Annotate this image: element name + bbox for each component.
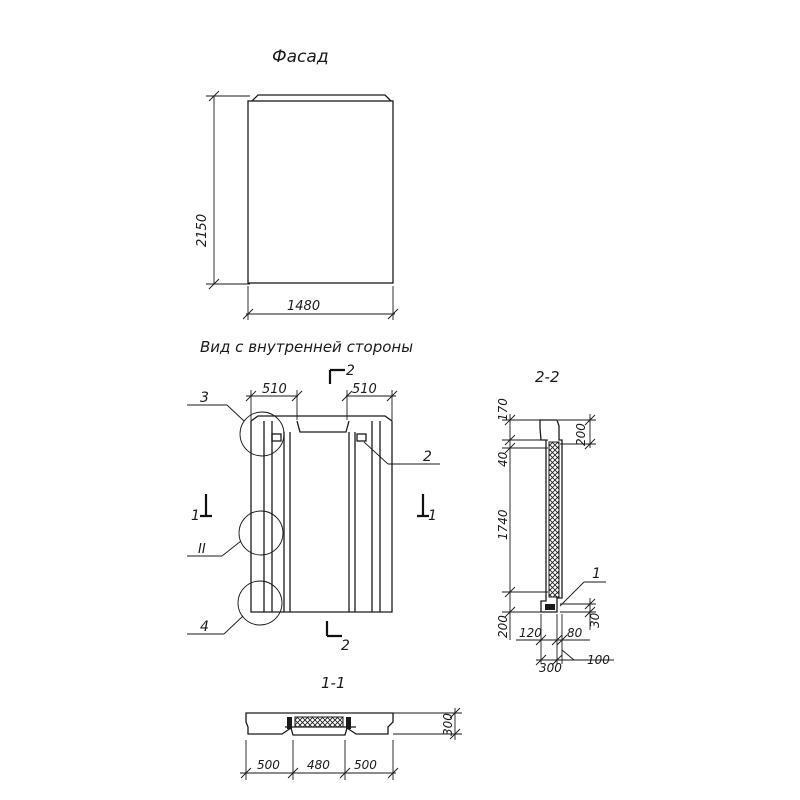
facade-width-label: 1480 — [287, 299, 320, 314]
dim-300: 300 — [539, 661, 562, 675]
callout-4: 4 — [200, 619, 209, 635]
callout-3: 3 — [200, 390, 209, 406]
inner-dim-left: 510 — [262, 382, 287, 397]
section-1-1-dim-500-left: 500 — [257, 758, 280, 772]
inner-side-view: Вид с внутренней стороны 510 510 2 2 — [187, 338, 440, 654]
facade-view: Фасад 2150 1480 — [195, 47, 399, 320]
dim-200-bottom: 200 — [496, 615, 510, 638]
dim-40: 40 — [496, 451, 510, 467]
dim-100: 100 — [587, 653, 610, 667]
facade-title: Фасад — [272, 47, 329, 67]
dim-80: 80 — [567, 626, 583, 640]
section-1-1-title: 1-1 — [321, 674, 346, 692]
section-1-1-dim-480: 480 — [307, 758, 330, 772]
section-2-2-view: 2-2 170 40 1740 200 200 30 1 — [496, 368, 614, 675]
inner-view-title: Вид с внутренней стороны — [200, 338, 413, 356]
section-2-2-title: 2-2 — [535, 368, 560, 386]
section-1-1-view: 1-1 300 500 480 500 — [240, 674, 462, 780]
dim-170: 170 — [496, 398, 510, 421]
section-mark-bottom: 2 — [341, 638, 350, 654]
inner-dim-right: 510 — [352, 382, 377, 397]
dim-200-top: 200 — [574, 423, 588, 446]
section-mark-left: 1 — [191, 508, 200, 524]
callout-II: II — [198, 542, 206, 557]
section-mark-right: 1 — [428, 508, 437, 524]
dim-30: 30 — [588, 612, 602, 628]
dim-1740: 1740 — [496, 509, 510, 540]
section-1-1-dim-300: 300 — [441, 713, 455, 736]
dim-120: 120 — [519, 626, 542, 640]
section-1-1-dim-500-right: 500 — [354, 758, 377, 772]
callout-1: 1 — [592, 566, 601, 582]
facade-height-label: 2150 — [195, 214, 210, 247]
section-mark-top: 2 — [346, 363, 355, 379]
callout-2: 2 — [423, 449, 432, 465]
